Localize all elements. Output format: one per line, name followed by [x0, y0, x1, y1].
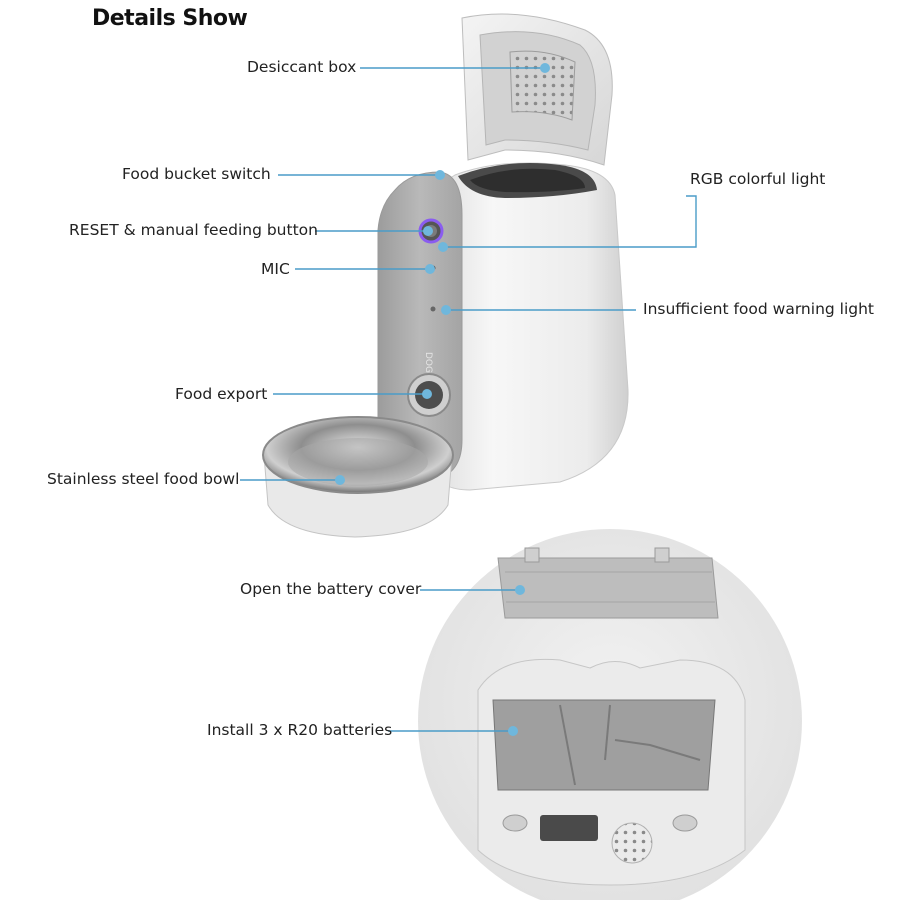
label-rgb-light: RGB colorful light [690, 170, 826, 188]
leader-lines [240, 63, 697, 736]
page-title: Details Show [92, 6, 248, 31]
label-food-bowl: Stainless steel food bowl [47, 470, 240, 488]
food-bowl [262, 416, 454, 538]
label-desiccant-box: Desiccant box [247, 58, 357, 76]
label-battery-cover: Open the battery cover [240, 580, 422, 598]
label-reset-button: RESET & manual feeding button [69, 221, 318, 239]
label-warning-light: Insufficient food warning light [643, 300, 875, 318]
label-batteries: Install 3 x R20 batteries [207, 721, 393, 739]
label-food-export: Food export [175, 385, 268, 403]
label-food-bucket-switch: Food bucket switch [122, 165, 271, 183]
feeder-lid [461, 13, 613, 166]
battery-detail-circle [418, 529, 802, 900]
label-mic: MIC [261, 260, 290, 278]
